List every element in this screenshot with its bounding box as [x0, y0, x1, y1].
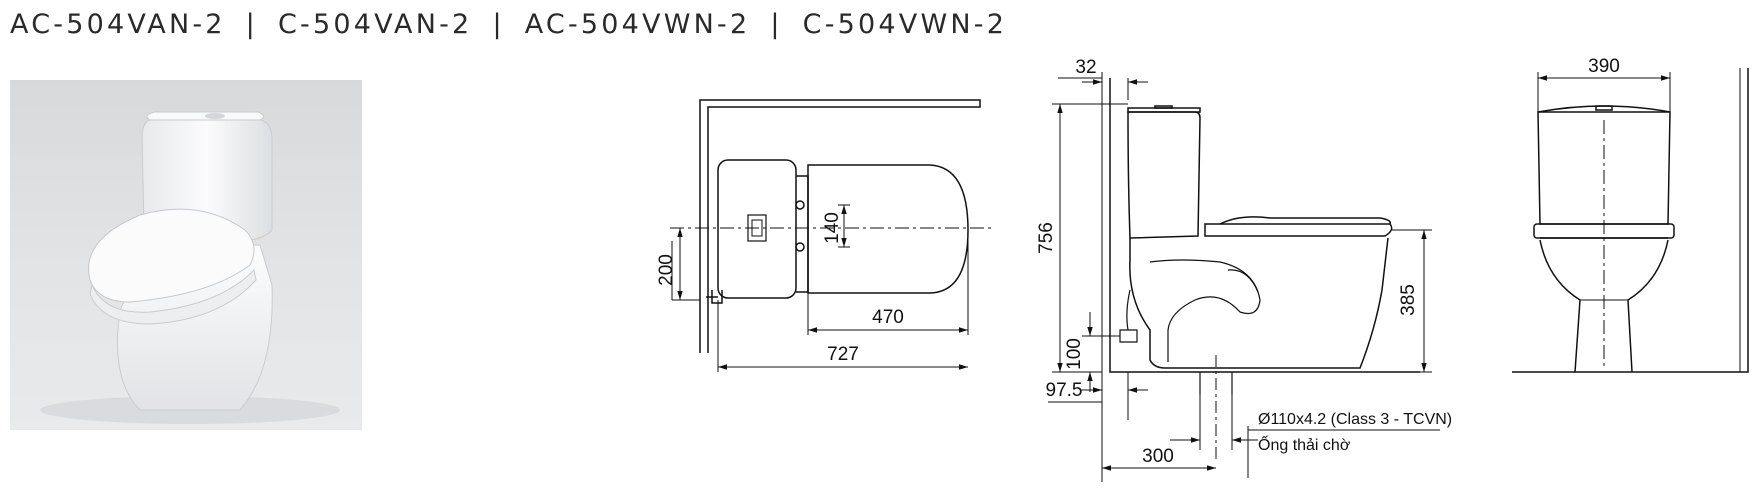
- front-bowl-outline: [1539, 239, 1669, 373]
- dim-200-label: 200: [656, 254, 677, 286]
- model-name: C-504VWN-2: [802, 9, 1008, 40]
- front-floor-wall-outline: [1512, 68, 1749, 373]
- dim-97-5-label: 97.5: [1046, 380, 1083, 401]
- wall-floor-outline: [1109, 78, 1420, 373]
- model-name: AC-504VWN-2: [524, 9, 751, 40]
- dim-470-label: 470: [872, 307, 904, 328]
- product-photo: [10, 80, 362, 430]
- side-seat-outline: [1204, 223, 1393, 237]
- side-tank-outline: [1127, 111, 1201, 239]
- dim-385-label: 385: [1398, 284, 1419, 316]
- bowl-outline: [807, 164, 969, 294]
- side-view-drawing: [1048, 72, 1440, 482]
- dim-32-label: 32: [1075, 57, 1096, 78]
- top-view-drawing: [670, 99, 995, 372]
- dim-756-label: 756: [1036, 222, 1057, 254]
- model-title: AC-504VAN-2 | C-504VAN-2 | AC-504VWN-2 | C-504…: [10, 9, 1007, 40]
- side-bowl-outline: [1129, 237, 1389, 369]
- dim-140-label: 140: [822, 212, 843, 244]
- pipe-name-label: Ống thải chờ: [1258, 434, 1351, 454]
- tank-outline: [717, 159, 797, 299]
- front-view-drawing: [1512, 68, 1749, 373]
- separator: |: [492, 9, 505, 40]
- dim-390-label: 390: [1588, 56, 1620, 77]
- wall-outline: [699, 99, 981, 353]
- separator: |: [245, 9, 258, 40]
- separator: |: [770, 9, 783, 40]
- dim-300-label: 300: [1142, 446, 1174, 467]
- model-name: C-504VAN-2: [277, 9, 473, 40]
- dim-727-label: 727: [827, 344, 859, 365]
- toilet-photo-illustration: [40, 111, 340, 424]
- model-name: AC-504VAN-2: [10, 9, 226, 40]
- pipe-spec-label: Ø110x4.2 (Class 3 - TCVN): [1258, 411, 1452, 428]
- dim-100-label: 100: [1064, 338, 1085, 370]
